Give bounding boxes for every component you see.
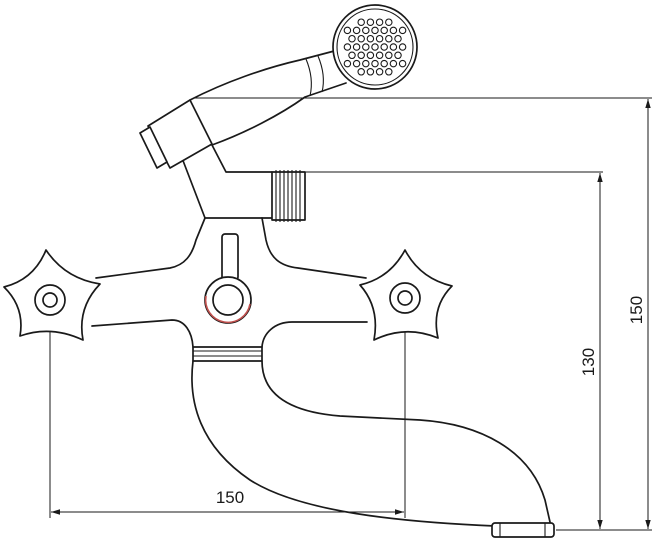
connector-left-edge <box>181 157 206 219</box>
shower-hole <box>385 68 393 76</box>
spout-nozzle <box>491 522 555 538</box>
shower-hole <box>389 26 398 35</box>
shower-hole <box>366 18 375 26</box>
shower-connector <box>139 99 306 222</box>
shower-head-icon <box>332 4 418 90</box>
shower-hole <box>385 51 393 60</box>
shower-hole <box>385 18 393 26</box>
shower-hole <box>366 68 375 76</box>
shower-head-inner <box>336 8 414 86</box>
body-top-right-outline <box>261 217 367 279</box>
shower-handle-bottom-edge <box>211 82 347 146</box>
shower-hole <box>343 59 352 68</box>
total-height-label: 150 <box>627 296 646 324</box>
shower-hole <box>348 34 356 43</box>
body-top-left-outline <box>95 217 206 279</box>
shower-hole <box>357 51 365 60</box>
shower-handle-ring <box>305 58 312 97</box>
star-handle-icon <box>359 249 453 341</box>
thread-ridges <box>275 170 301 222</box>
shower-hole <box>375 18 384 26</box>
shower-hole <box>343 43 352 51</box>
shower-hole <box>375 34 384 43</box>
shower-hole <box>394 34 402 43</box>
mixer-body <box>91 217 368 348</box>
shower-hole <box>380 59 388 68</box>
shower-handle-ring <box>317 55 324 93</box>
shower-hole <box>357 34 365 43</box>
right-handle-cap-outer <box>389 282 421 314</box>
left-handle-cap-outer <box>34 284 66 316</box>
shower-hole <box>371 43 379 51</box>
diverter-lever <box>221 233 239 281</box>
shower-hole <box>366 51 375 60</box>
spout-band <box>192 346 263 362</box>
shower-hole <box>352 26 361 35</box>
shower-hole <box>348 51 356 60</box>
shower-hole <box>352 59 361 68</box>
shower-hole <box>380 26 388 35</box>
shower-head-holes <box>343 18 407 76</box>
shower-hole <box>375 51 384 60</box>
dimension-lines <box>49 97 652 531</box>
shower-hole <box>352 43 361 51</box>
shower-hole <box>385 34 393 43</box>
spout-inner-curve <box>261 360 551 523</box>
left-handle-cap-inner <box>42 292 58 308</box>
shower-hole <box>362 43 370 51</box>
shower-hole <box>398 43 407 51</box>
shower-hole <box>371 26 379 35</box>
right-handle <box>359 249 453 341</box>
shower-hole <box>362 59 370 68</box>
right-handle-cap-inner <box>397 290 413 306</box>
shower-hole <box>357 68 365 76</box>
shower-hole <box>394 51 402 60</box>
shower-hole <box>389 59 398 68</box>
shower-hole <box>371 59 379 68</box>
handle-spacing-label: 150 <box>216 488 244 507</box>
shower-hole <box>380 43 388 51</box>
diverter-knob-inner <box>212 284 244 316</box>
body-bottom-left-outline <box>91 319 194 348</box>
body-bottom-right-outline <box>261 321 368 348</box>
shower-hole <box>357 18 365 26</box>
diverter-knob-accent <box>204 295 251 324</box>
shower-hole <box>398 59 407 68</box>
shower-handle-top-edge <box>189 49 339 101</box>
shower-hole <box>398 26 407 35</box>
hand-shower <box>189 4 418 146</box>
spout-outer-curve <box>191 360 553 528</box>
shower-hole <box>362 26 370 35</box>
spout-height-label: 130 <box>579 348 598 376</box>
connector-right-edge <box>211 144 273 173</box>
shower-hole <box>343 26 352 35</box>
shower-hole <box>375 68 384 76</box>
shower-hole <box>389 43 398 51</box>
spout <box>191 346 555 538</box>
left-handle <box>3 249 101 341</box>
shower-holder-cap <box>139 126 168 169</box>
star-handle-icon <box>3 249 101 341</box>
shower-hole <box>366 34 375 43</box>
